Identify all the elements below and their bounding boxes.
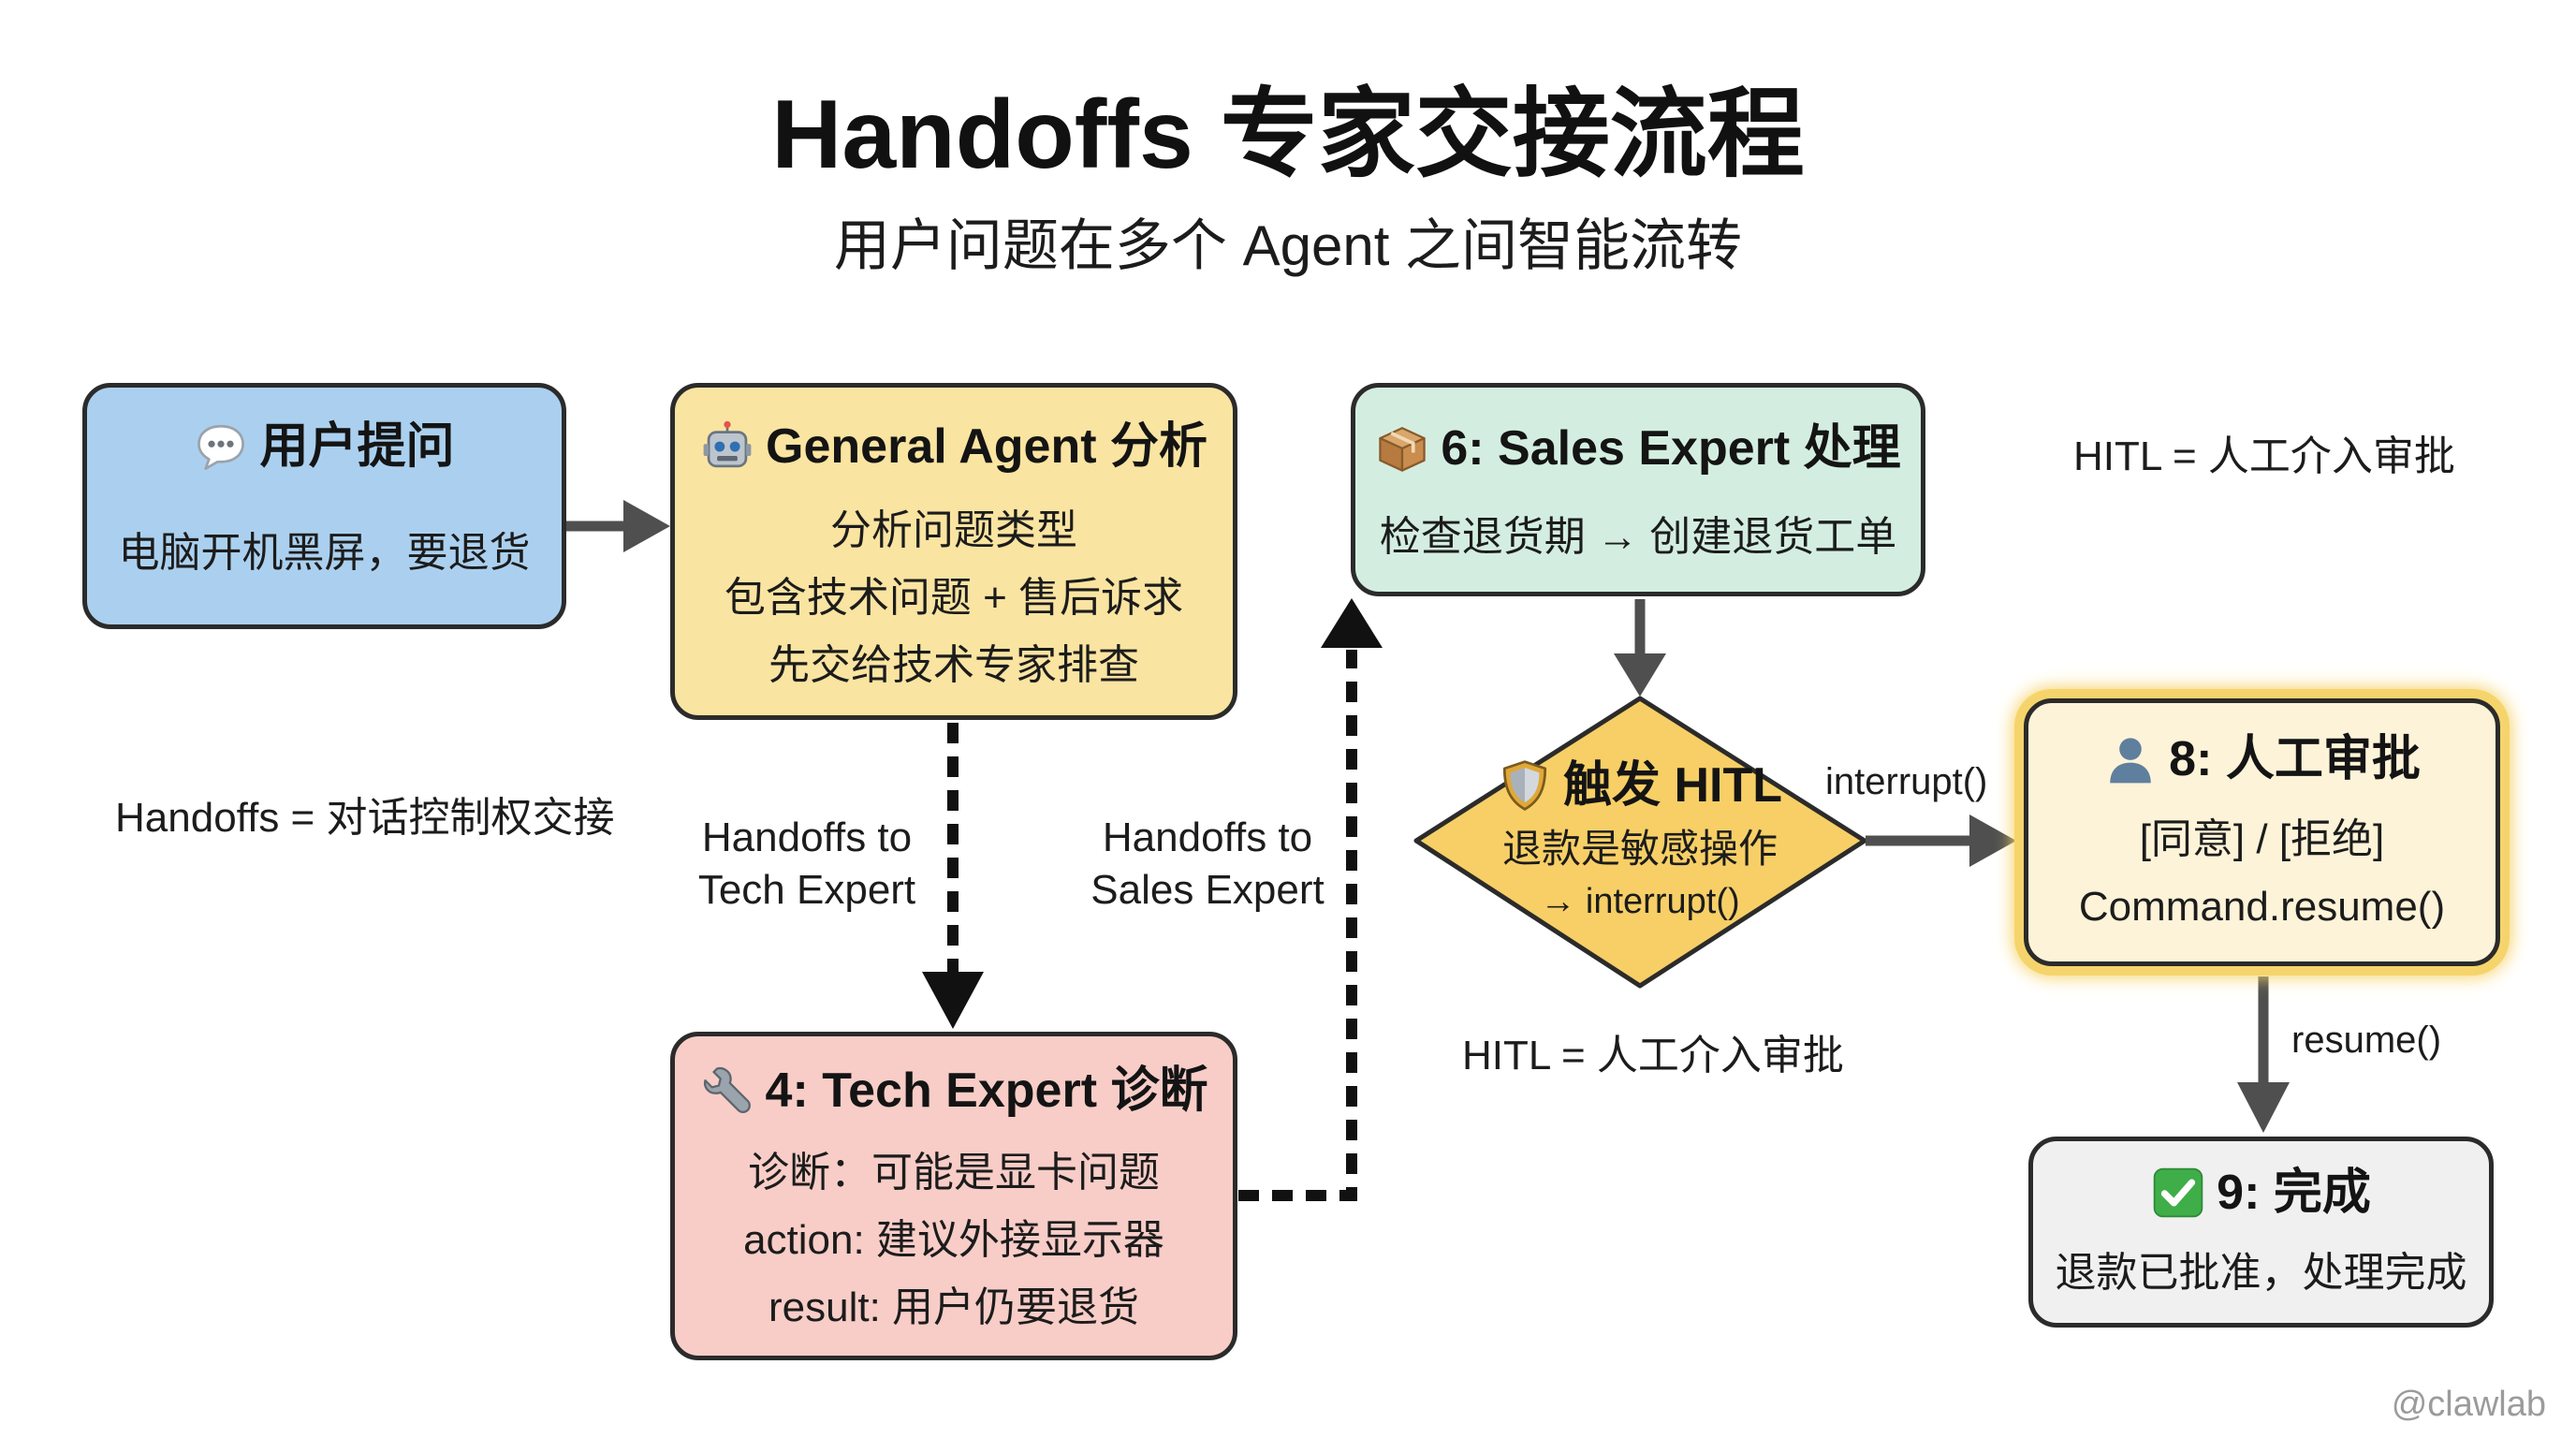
node-human-approval-line: Command.resume() bbox=[2078, 884, 2446, 930]
node-tech-expert-title: 4: Tech Expert 诊断 bbox=[765, 1064, 1208, 1118]
shield-icon bbox=[1498, 758, 1552, 813]
hitl-decision-heading: 触发 HITL bbox=[1359, 756, 1921, 815]
edge-label-tech-to-sales: Handoffs to Sales Expert bbox=[1076, 812, 1339, 917]
hitl-decision-title: 触发 HITL bbox=[1563, 758, 1782, 813]
node-sales-expert: 6: Sales Expert 处理 检查退货期 → 创建退货工单 bbox=[1351, 383, 1925, 596]
node-tech-expert-heading: 4: Tech Expert 诊断 bbox=[700, 1061, 1208, 1121]
node-human-approval-title: 8: 人工审批 bbox=[2169, 732, 2421, 786]
arrow-general-to-tech-head bbox=[922, 972, 984, 1029]
note-hitl-definition-bottom: HITL = 人工介入审批 bbox=[1462, 1033, 1844, 1078]
node-general-agent-line: 分析问题类型 bbox=[830, 507, 1077, 553]
speech-bubble-icon bbox=[194, 419, 248, 474]
arrow-sales-to-hitl bbox=[1614, 599, 1666, 697]
edge-label-line: Handoffs to bbox=[1102, 814, 1313, 860]
page-subtitle: 用户问题在多个 Agent 之间智能流转 bbox=[833, 214, 1743, 277]
node-general-agent: General Agent 分析 分析问题类型 包含技术问题 + 售后诉求 先交… bbox=[670, 383, 1237, 720]
node-tech-expert: 4: Tech Expert 诊断 诊断：可能是显卡问题 action: 建议外… bbox=[670, 1032, 1237, 1360]
node-human-approval: 8: 人工审批 [同意] / [拒绝] Command.resume() bbox=[2024, 698, 2500, 966]
arrow-general-to-tech bbox=[922, 723, 984, 1029]
hitl-decision-line: → interrupt() bbox=[1540, 882, 1740, 921]
arrow-hitl-to-approval bbox=[1866, 814, 2016, 867]
wrench-icon bbox=[700, 1064, 754, 1118]
node-general-agent-line: 先交给技术专家排查 bbox=[768, 642, 1139, 688]
node-tech-expert-line: action: 建议外接显示器 bbox=[743, 1217, 1164, 1263]
edge-label-approval-to-done: resume() bbox=[2291, 1020, 2442, 1061]
edge-label-general-to-tech: Handoffs to Tech Expert bbox=[681, 812, 933, 917]
arrow-tech-to-sales-head bbox=[1321, 598, 1383, 648]
node-sales-expert-line: 检查退货期 → 创建退货工单 bbox=[1379, 514, 1897, 560]
node-sales-expert-heading: 6: Sales Expert 处理 bbox=[1375, 418, 1901, 478]
node-general-agent-title: General Agent 分析 bbox=[766, 419, 1208, 474]
node-user-question-line: 电脑开机黑屏，要退货 bbox=[118, 530, 531, 576]
edge-label-hitl-to-approval: interrupt() bbox=[1825, 761, 1988, 802]
arrow-hitl-to-approval-head bbox=[1969, 814, 2016, 867]
note-hitl-definition-top: HITL = 人工介入审批 bbox=[2073, 433, 2455, 479]
robot-icon bbox=[700, 419, 754, 474]
arrow-sales-to-hitl-head bbox=[1614, 653, 1666, 697]
person-icon bbox=[2103, 732, 2158, 786]
arrow-user-to-general bbox=[566, 500, 670, 552]
node-done-line: 退款已批准，处理完成 bbox=[2055, 1250, 2467, 1296]
node-general-agent-heading: General Agent 分析 bbox=[700, 417, 1208, 477]
node-done-heading: 9: 完成 bbox=[2151, 1163, 2371, 1223]
edge-label-line: Tech Expert bbox=[697, 867, 916, 913]
arrow-user-to-general-head bbox=[623, 500, 670, 552]
node-user-question-title: 用户提问 bbox=[259, 419, 455, 474]
arrow-tech-to-sales-line bbox=[1238, 650, 1357, 1201]
node-done-title: 9: 完成 bbox=[2217, 1166, 2371, 1220]
node-done: 9: 完成 退款已批准，处理完成 bbox=[2028, 1137, 2494, 1328]
node-user-question-heading: 用户提问 bbox=[194, 417, 455, 477]
note-handoffs-definition: Handoffs = 对话控制权交接 bbox=[115, 795, 615, 841]
node-general-agent-line: 包含技术问题 + 售后诉求 bbox=[724, 575, 1184, 621]
edge-label-line: Sales Expert bbox=[1090, 867, 1325, 913]
package-icon bbox=[1375, 421, 1429, 476]
check-mark-icon bbox=[2151, 1166, 2205, 1220]
hitl-decision-line: 退款是敏感操作 bbox=[1501, 827, 1778, 871]
node-tech-expert-line: result: 用户仍要退货 bbox=[768, 1284, 1140, 1330]
arrow-tech-to-sales bbox=[1238, 598, 1383, 1201]
page-title: Handoffs 专家交接流程 bbox=[771, 81, 1805, 189]
node-tech-expert-line: 诊断：可能是显卡问题 bbox=[748, 1150, 1160, 1196]
node-user-question: 用户提问 电脑开机黑屏，要退货 bbox=[82, 383, 566, 629]
watermark: @clawlab bbox=[2391, 1385, 2546, 1424]
node-sales-expert-title: 6: Sales Expert 处理 bbox=[1441, 421, 1901, 476]
edge-label-line: Handoffs to bbox=[701, 814, 913, 860]
arrow-approval-to-done bbox=[2237, 976, 2290, 1133]
hitl-decision-heading-wrap: 触发 HITL bbox=[1359, 756, 1921, 815]
node-human-approval-heading: 8: 人工审批 bbox=[2103, 729, 2421, 789]
node-human-approval-line: [同意] / [拒绝] bbox=[2139, 816, 2385, 862]
arrow-approval-to-done-head bbox=[2237, 1082, 2290, 1133]
